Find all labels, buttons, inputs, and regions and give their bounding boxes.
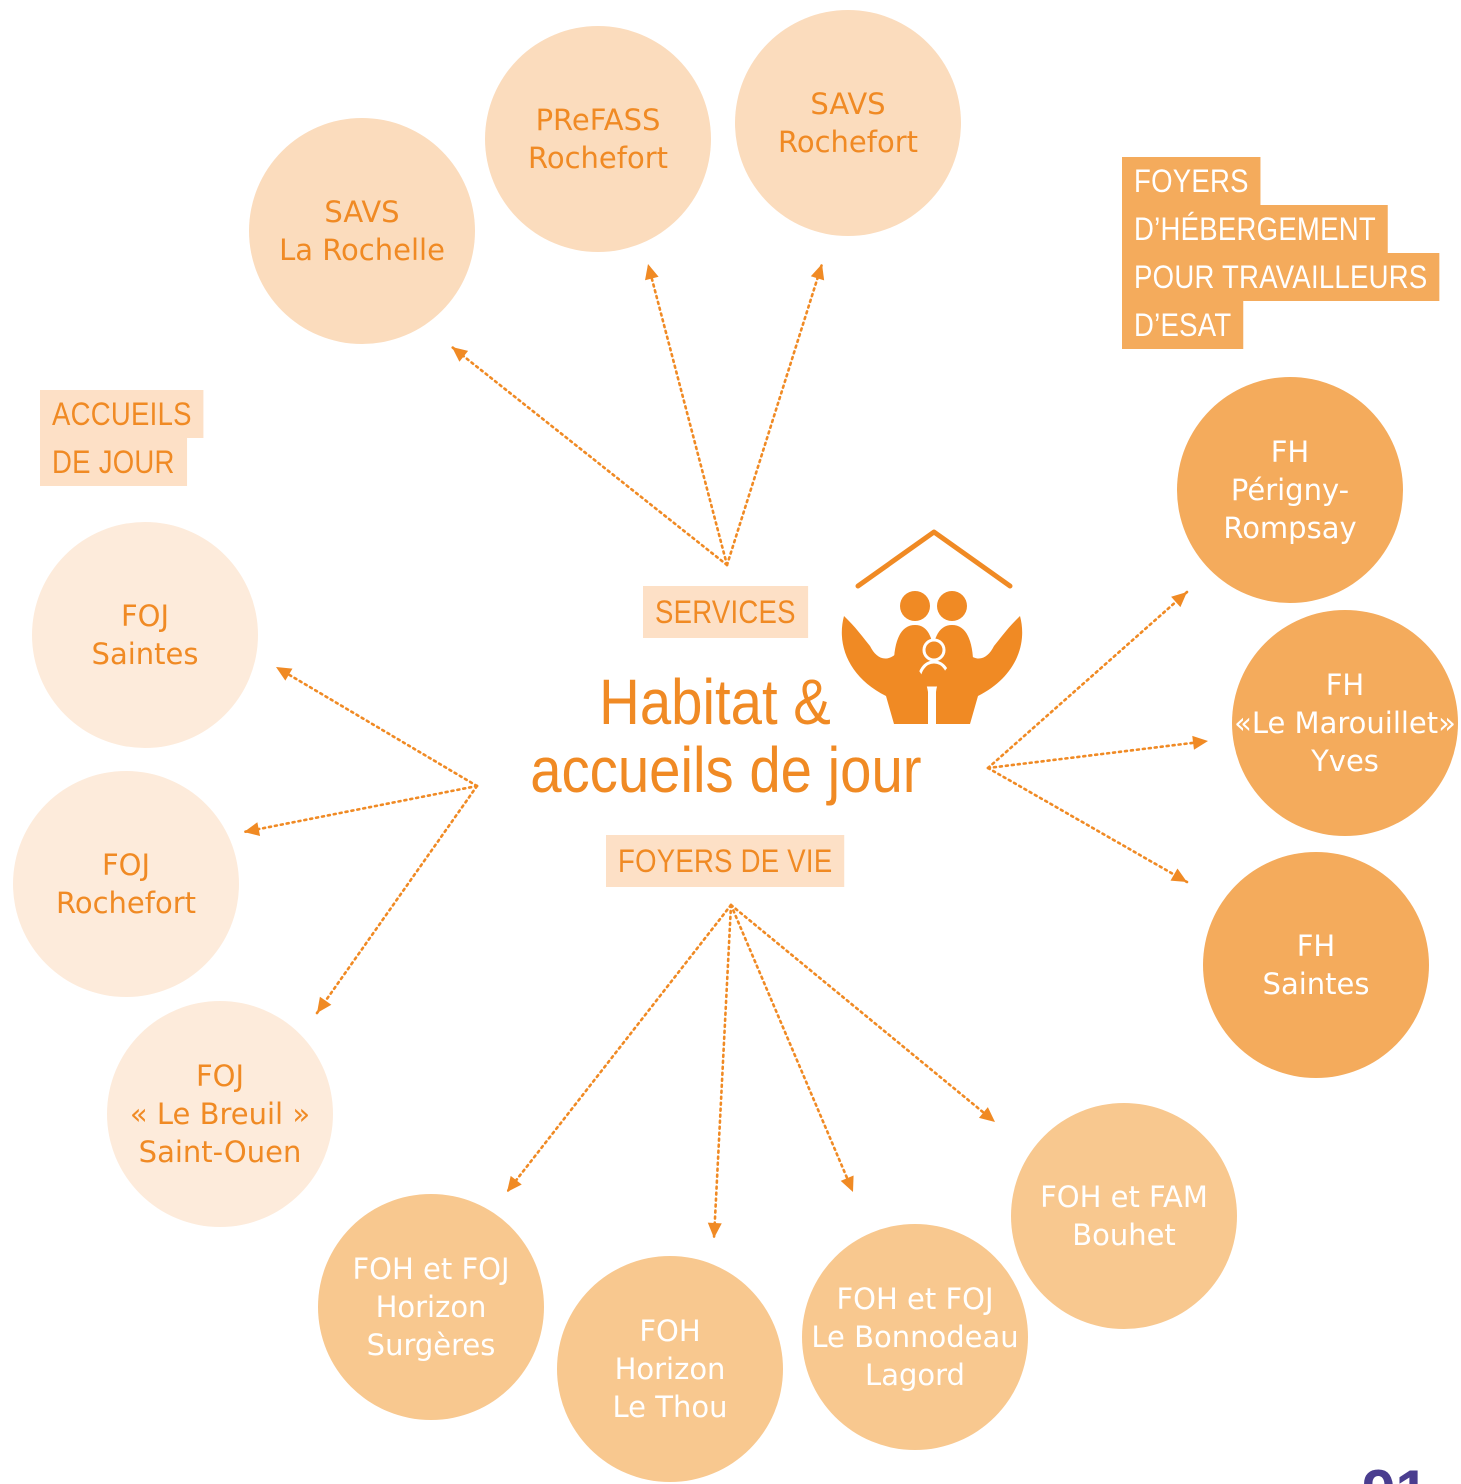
page-number-fragment: 91 (1362, 1462, 1461, 1484)
node-text: Périgny- (1230, 473, 1350, 507)
connector-line (729, 903, 997, 1124)
label-text: FOYERS DE VIE (606, 835, 845, 887)
node-text: FOH et FOJ (352, 1252, 510, 1286)
node-text: Saintes (1262, 967, 1370, 1001)
arrowhead (707, 1222, 722, 1238)
node-fh-marouillet: FH «Le Marouillet» Yves (1232, 610, 1458, 836)
node-fh-saintes: FH Saintes (1203, 852, 1429, 1078)
node-text: FOH (639, 1314, 701, 1348)
node-fh-perigny: FH Périgny- Rompsay (1177, 377, 1403, 603)
node-text: Bouhet (1072, 1218, 1176, 1252)
arrowhead (244, 822, 261, 836)
node-foh-foj-horizon: FOH et FOJ Horizon Surgères (318, 1194, 544, 1420)
label-text: D’ESAT (1122, 301, 1244, 349)
label-services: SERVICES (643, 586, 808, 638)
node-text: Yves (1311, 744, 1379, 778)
arrowhead (978, 1107, 995, 1122)
arrowhead (1170, 868, 1187, 882)
node-text: Surgères (366, 1328, 496, 1362)
node-text: « Le Breuil » (129, 1097, 311, 1131)
arrowhead (840, 1175, 854, 1192)
label-text: D’HÉBERGEMENT (1122, 205, 1388, 253)
label-foyers-hebergement: FOYERS D’HÉBERGEMENT POUR TRAVAILLEURS D… (1122, 157, 1440, 349)
node-text: FOJ (101, 848, 151, 882)
node-savs-la-rochelle: SAVS La Rochelle (249, 118, 475, 344)
arrowhead (276, 667, 293, 681)
node-text: «Le Marouillet» (1234, 706, 1456, 740)
node-text: Lagord (865, 1358, 965, 1392)
node-prefass-rochefort: PReFASS Rochefort (485, 26, 711, 252)
arrowhead (507, 1175, 522, 1192)
connector-line (646, 262, 729, 567)
node-text: SAVS (810, 87, 886, 121)
node-text: Horizon (375, 1290, 487, 1324)
connector-line (725, 262, 824, 567)
node-text: FOH et FOJ (836, 1282, 994, 1316)
node-text: FH (1296, 929, 1336, 963)
arrowhead (1171, 592, 1187, 608)
connector-line (986, 590, 1189, 770)
connector-line (712, 903, 733, 1240)
node-text: Rochefort (527, 141, 668, 175)
connector-line (450, 345, 729, 567)
node-text: Horizon (614, 1352, 726, 1386)
node-text: PReFASS (535, 103, 661, 137)
hands-icon (841, 616, 1023, 724)
node-text: Saint-Ouen (138, 1135, 302, 1169)
label-text: DE JOUR (40, 438, 187, 486)
connector-line (729, 903, 855, 1194)
node-text: FH (1270, 435, 1310, 469)
node-text: La Rochelle (279, 233, 445, 267)
node-foj-rochefort: FOJ Rochefort (13, 771, 239, 997)
node-foj-saintes: FOJ Saintes (32, 522, 258, 748)
node-text: SAVS (324, 195, 400, 229)
node-text: FOH et FAM (1040, 1180, 1208, 1214)
connector-line (986, 739, 1210, 770)
label-text: ACCUEILS (40, 390, 204, 438)
node-foh-foj-bonnodeau: FOH et FOJ Le Bonnodeau Lagord (802, 1224, 1028, 1450)
center-title: Habitat & accueils de jour (530, 666, 922, 806)
label-text: POUR TRAVAILLEURS (1122, 253, 1440, 301)
node-text: FOJ (195, 1059, 245, 1093)
node-foh-fam-bouhet: FOH et FAM Bouhet (1011, 1103, 1237, 1329)
node-savs-rochefort: SAVS Rochefort (735, 10, 961, 236)
arrowhead (810, 264, 825, 281)
arrowhead (317, 996, 332, 1013)
connector-line (986, 766, 1189, 884)
node-text: Le Bonnodeau (811, 1320, 1019, 1354)
node-text: Rompsay (1223, 511, 1357, 545)
connector-line (505, 903, 733, 1194)
label-text: FOYERS (1122, 157, 1261, 205)
center-title-line: accueils de jour (530, 734, 922, 806)
node-text: Rochefort (777, 125, 918, 159)
node-text: Rochefort (55, 886, 196, 920)
connector-line (315, 784, 479, 1015)
connector-line (242, 784, 479, 834)
connector-line (274, 665, 479, 788)
label-accueils-de-jour: ACCUEILS DE JOUR (40, 390, 204, 486)
node-foh-horizon-thou: FOH Horizon Le Thou (557, 1256, 783, 1482)
node-text: FOJ (120, 599, 170, 633)
arrowhead (1192, 735, 1208, 750)
label-foyers-de-vie: FOYERS DE VIE (606, 835, 845, 887)
node-foj-le-breuil: FOJ « Le Breuil » Saint-Ouen (107, 1001, 333, 1227)
arrowhead (452, 347, 469, 362)
arrowhead (645, 264, 659, 281)
house-roof-icon (855, 529, 1013, 589)
node-text: Le Thou (612, 1390, 728, 1424)
node-text: Saintes (91, 637, 199, 671)
node-text: FH (1325, 668, 1365, 702)
family-icon (841, 529, 1023, 724)
label-text: SERVICES (643, 586, 808, 638)
center-title-line: Habitat & (599, 666, 831, 738)
